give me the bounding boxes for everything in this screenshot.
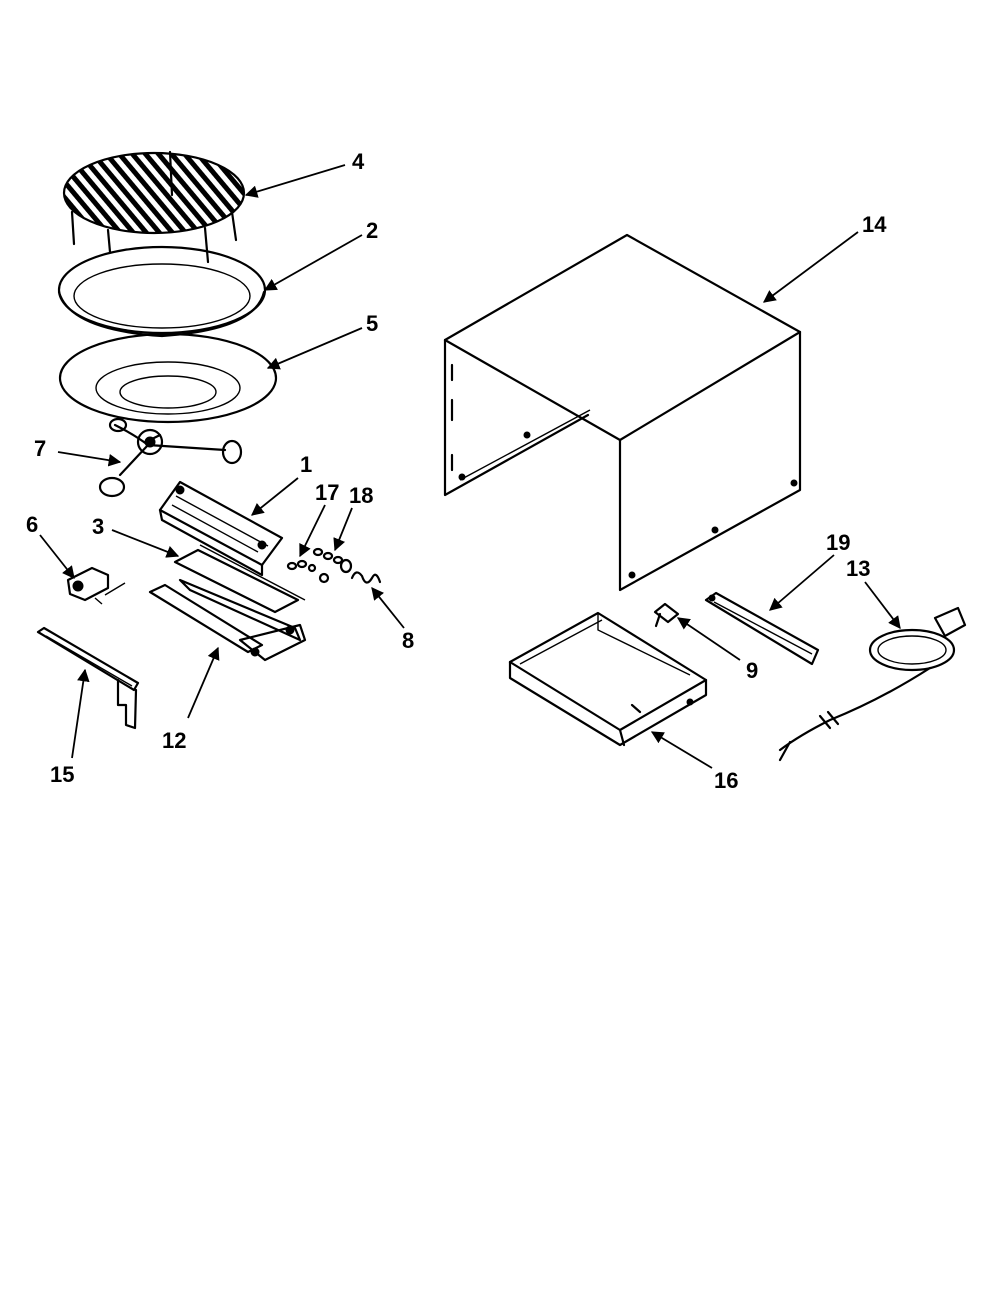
part-13-power-cord [778, 606, 967, 762]
leader-lines [39, 164, 901, 769]
callout-3: 3 [92, 514, 104, 539]
callout-labels: 4 2 5 7 1 17 18 3 6 8 12 15 14 19 13 9 1… [26, 149, 887, 793]
part-6-bracket [66, 566, 126, 605]
callout-9: 9 [746, 658, 758, 683]
part-1-housing [158, 480, 284, 577]
callout-6: 6 [26, 512, 38, 537]
part-12-heater-assembly [148, 578, 307, 662]
part-18-fasteners [312, 547, 353, 574]
callout-18: 18 [349, 483, 373, 508]
callout-16: 16 [714, 768, 738, 793]
callout-1: 1 [300, 452, 312, 477]
part-7-roller-support [98, 417, 243, 498]
callout-4: 4 [352, 149, 365, 174]
callout-14: 14 [862, 212, 887, 237]
part-2-tray [57, 245, 267, 338]
callout-7: 7 [34, 436, 46, 461]
callout-12: 12 [162, 728, 186, 753]
callout-13: 13 [846, 556, 870, 581]
part-14-cabinet-wrapper [443, 233, 802, 592]
callout-8: 8 [402, 628, 414, 653]
part-5-turntable-plate [58, 332, 278, 424]
callout-19: 19 [826, 530, 850, 555]
callout-2: 2 [366, 218, 378, 243]
part-15-side-rail [36, 626, 140, 730]
part-8-clip [350, 571, 382, 584]
part-3-plate [173, 544, 306, 614]
part-19-rail [704, 591, 820, 666]
callout-5: 5 [366, 311, 378, 336]
part-9-switch [653, 602, 680, 628]
callout-15: 15 [50, 762, 74, 787]
part-17-screws [286, 559, 330, 584]
callout-17: 17 [315, 480, 339, 505]
part-16-base-frame [508, 611, 708, 747]
part-4-grill-rack [62, 150, 246, 264]
